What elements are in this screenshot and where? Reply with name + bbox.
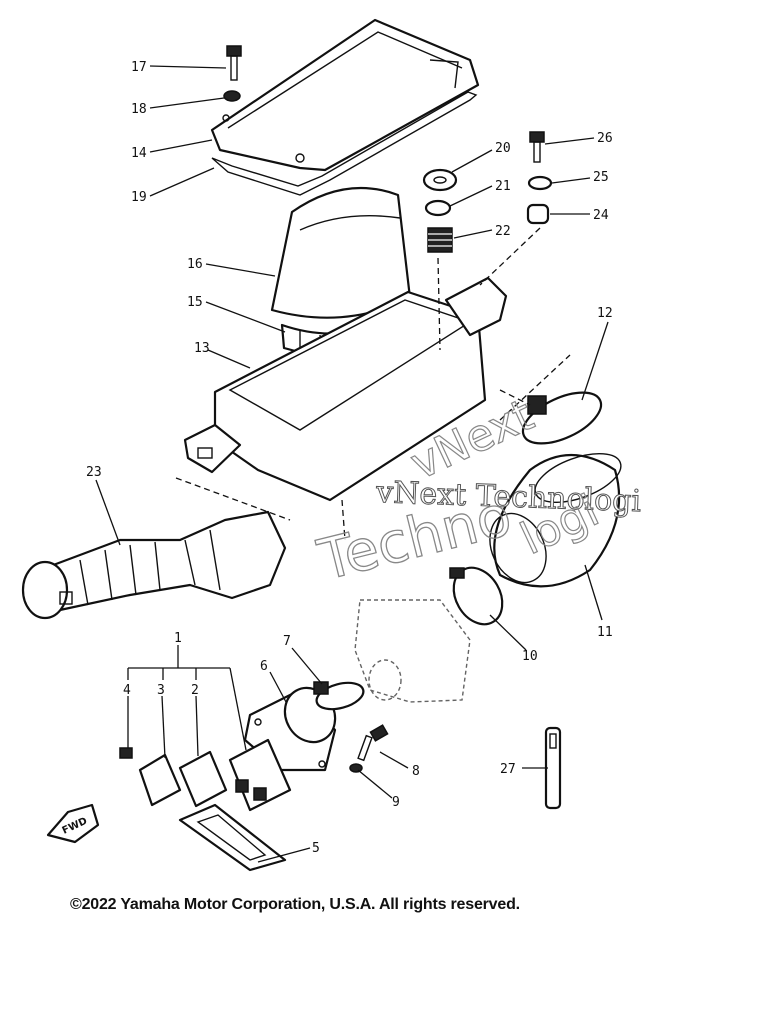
- joint-bolt: [357, 724, 389, 762]
- callout-24: 24: [593, 208, 609, 223]
- callout-15: 15: [187, 295, 203, 310]
- cover-washer: [223, 90, 241, 102]
- reed-plate-b: [178, 750, 228, 808]
- reed-plate-a: [138, 753, 182, 807]
- duct-clamp: [449, 566, 504, 626]
- intake-band: [521, 391, 603, 445]
- callout-4: 4: [123, 683, 131, 698]
- grommet-cap: [422, 168, 458, 192]
- callout-numbers: 17 18 14 19 20 26 21 25 22 24 16 15 12 1…: [86, 60, 613, 856]
- callout-3: 3: [157, 683, 165, 698]
- callout-26: 26: [597, 131, 613, 146]
- callout-16: 16: [187, 257, 203, 272]
- callout-2: 2: [191, 683, 199, 698]
- air-box-cover: [210, 18, 480, 172]
- callout-19: 19: [131, 190, 147, 205]
- callout-21: 21: [495, 179, 511, 194]
- intake-hose: [21, 510, 287, 620]
- stay-grommet: [526, 203, 550, 225]
- callout-25: 25: [593, 170, 609, 185]
- fwd-arrow-icon: FWD: [46, 803, 100, 844]
- joint-washer: [349, 763, 363, 773]
- reed-screw: [119, 747, 133, 759]
- cover-gasket: [211, 91, 478, 196]
- joint-clamp: [313, 681, 365, 711]
- hose-strap: [544, 726, 562, 810]
- callout-12: 12: [597, 306, 613, 321]
- callout-7: 7: [283, 634, 291, 649]
- carburetor-outline: [354, 599, 471, 703]
- intake-duct: [489, 453, 622, 588]
- grommet-spring: [427, 227, 453, 253]
- leader-lines: [95, 65, 609, 863]
- callout-23: 23: [86, 465, 102, 480]
- callout-10: 10: [522, 649, 538, 664]
- callout-20: 20: [495, 141, 511, 156]
- callout-5: 5: [312, 841, 320, 856]
- callout-14: 14: [131, 146, 147, 161]
- copyright-notice: ©2022 Yamaha Motor Corporation, U.S.A. A…: [70, 896, 520, 913]
- cover-bolt: [226, 45, 242, 81]
- air-box-case: [183, 276, 508, 502]
- reed-gasket: [178, 803, 287, 872]
- watermark-line1: vNext Technologi: [375, 475, 642, 519]
- callout-1: 1: [174, 631, 182, 646]
- grommet-washer: [424, 199, 452, 217]
- callout-11: 11: [597, 625, 613, 640]
- callout-17: 17: [131, 60, 147, 75]
- callout-8: 8: [412, 764, 420, 779]
- callout-9: 9: [392, 795, 400, 810]
- stay-bolt: [529, 131, 545, 163]
- stay-washer: [527, 175, 553, 191]
- callout-22: 22: [495, 224, 511, 239]
- callout-18: 18: [131, 102, 147, 117]
- reed-valve-assembly: [228, 738, 292, 812]
- air-filter-element: [270, 186, 412, 319]
- callout-13: 13: [194, 341, 210, 356]
- callout-6: 6: [260, 659, 268, 674]
- callout-27: 27: [500, 762, 516, 777]
